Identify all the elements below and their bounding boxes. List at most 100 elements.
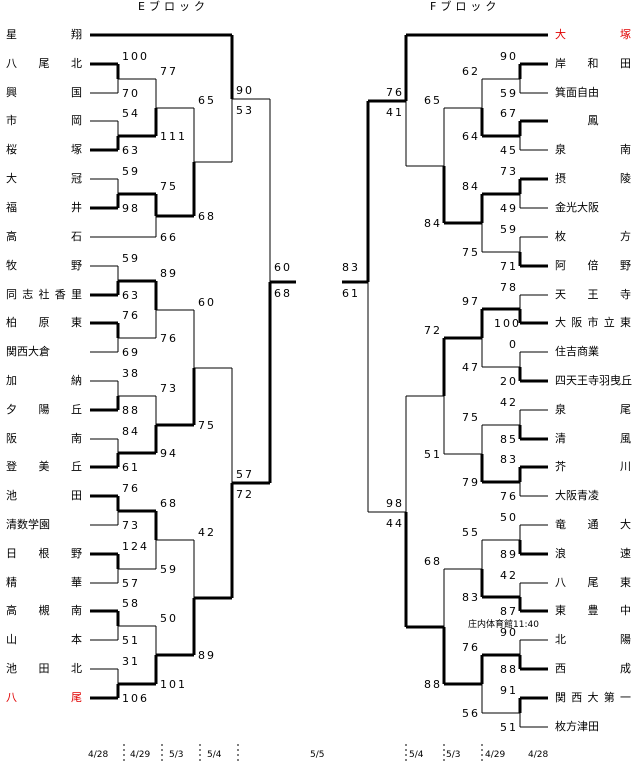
score: 75 (462, 246, 480, 259)
score: 42 (198, 526, 216, 539)
score: 100 (494, 317, 521, 330)
score: 61 (122, 461, 140, 474)
score: 62 (462, 65, 480, 78)
score: 68 (274, 287, 292, 300)
score: 84 (462, 180, 480, 193)
score: 73 (500, 165, 518, 178)
score: 41 (386, 106, 404, 119)
score: 59 (500, 223, 518, 236)
score: 70 (122, 87, 140, 100)
score: 84 (122, 425, 140, 438)
date-f-r1: 4/28 (528, 750, 549, 760)
score: 83 (342, 261, 360, 274)
score: 60 (274, 261, 292, 274)
score: 45 (500, 144, 518, 157)
score: 75 (198, 419, 216, 432)
team-name: 加 納 (6, 374, 82, 387)
score: 124 (122, 540, 149, 553)
team-name: 桜 塚 (6, 143, 82, 156)
score: 78 (500, 281, 518, 294)
score: 76 (500, 490, 518, 503)
score: 76 (160, 332, 178, 345)
score: 0 (509, 338, 518, 351)
score: 59 (122, 252, 140, 265)
score: 73 (122, 519, 140, 532)
team-name: 八 尾 東 (555, 576, 631, 589)
score: 76 (386, 86, 404, 99)
score: 65 (424, 94, 442, 107)
date-e-r1: 4/28 (88, 750, 109, 760)
score: 51 (424, 448, 442, 461)
score: 71 (500, 260, 518, 273)
team-name: 牧 野 (6, 259, 82, 272)
team-name: 大 塚 (555, 28, 631, 41)
team-name: 市 岡 (6, 114, 82, 127)
score: 57 (236, 468, 254, 481)
team-name: 池 田 (6, 489, 82, 502)
team-name: 関西大第一 (555, 691, 631, 704)
score: 49 (500, 202, 518, 215)
score: 42 (500, 569, 518, 582)
score: 85 (500, 433, 518, 446)
score: 50 (160, 612, 178, 625)
team-name: 柏 原 東 (6, 316, 82, 329)
score: 106 (122, 692, 149, 705)
score: 44 (386, 517, 404, 530)
score: 51 (500, 721, 518, 734)
team-name: 大阪市立東 (555, 316, 631, 329)
score: 75 (160, 180, 178, 193)
score: 68 (424, 555, 442, 568)
team-name: 阪 南 (6, 432, 82, 445)
score: 111 (160, 130, 187, 143)
score: 42 (500, 396, 518, 409)
team-name: 興 国 (6, 86, 82, 99)
team-name: 芥 川 (555, 460, 631, 473)
team-name: 関西大倉 (6, 345, 50, 358)
score: 51 (122, 634, 140, 647)
score: 91 (500, 684, 518, 697)
score: 66 (160, 231, 178, 244)
score: 68 (198, 210, 216, 223)
block-f-title: Fブロック (430, 0, 501, 13)
score: 63 (122, 144, 140, 157)
date-e-r4: 5/4 (207, 750, 222, 760)
score: 53 (236, 104, 254, 117)
team-name: 東 豊 中 (555, 604, 631, 617)
score: 98 (386, 497, 404, 510)
team-name: 摂 陵 (555, 172, 631, 185)
team-name: 高 槻 南 (6, 604, 82, 617)
score: 88 (424, 678, 442, 691)
score: 73 (160, 382, 178, 395)
team-name: 福 井 (6, 201, 82, 214)
team-name: 泉 南 (555, 143, 631, 156)
score: 59 (500, 87, 518, 100)
team-name: 箕面自由 (555, 86, 599, 99)
team-name: 清 風 (555, 432, 631, 445)
score: 60 (198, 296, 216, 309)
team-name: 同志社香里 (6, 288, 82, 301)
score: 76 (122, 482, 140, 495)
team-name: 泉 尾 (555, 403, 631, 416)
score: 90 (500, 626, 518, 639)
score: 68 (160, 497, 178, 510)
venue-note: 庄内体育館11:40 (468, 620, 539, 630)
team-name: 大阪青凌 (555, 489, 599, 502)
team-name: 枚 方 (555, 230, 631, 243)
date-final: 5/5 (310, 750, 325, 760)
score: 89 (160, 267, 178, 280)
team-name: 八 尾 (6, 691, 82, 704)
score: 50 (500, 511, 518, 524)
score: 88 (122, 404, 140, 417)
team-name: 清数学園 (6, 518, 50, 531)
team-name: 西 成 (555, 662, 631, 675)
score: 20 (500, 375, 518, 388)
team-name: 北 陽 (555, 633, 631, 646)
score: 89 (198, 649, 216, 662)
team-name: 登 美 丘 (6, 460, 82, 473)
date-f-r2: 4/29 (485, 750, 506, 760)
team-name: 住吉商業 (555, 345, 599, 358)
score: 57 (122, 577, 140, 590)
block-e-title: Eブロック (138, 0, 209, 13)
